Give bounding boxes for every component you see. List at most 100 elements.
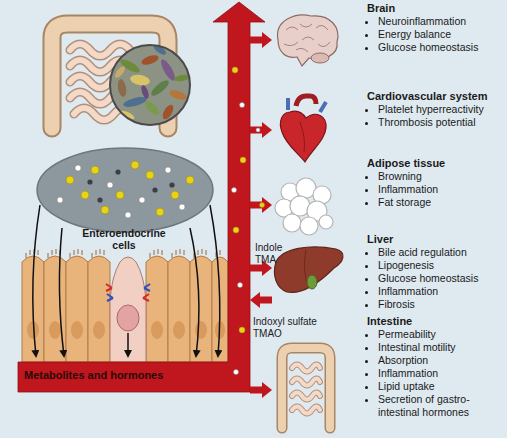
- svg-circle: [319, 215, 333, 229]
- svg-circle: [239, 327, 245, 333]
- svg-ellipse: [311, 53, 329, 63]
- organ-box: Adipose tissueBrowningInflammationFat st…: [272, 157, 505, 229]
- flow-arrow: [250, 292, 272, 308]
- svg-path: [274, 247, 343, 292]
- svg-path: [278, 15, 338, 66]
- svg-path: [144, 284, 150, 291]
- svg-path: [88, 256, 110, 362]
- svg-path: [146, 256, 168, 362]
- svg-circle: [97, 197, 102, 202]
- intestine-small-illustration: [282, 348, 330, 428]
- effect-item: Bile acid regulation: [378, 246, 505, 259]
- svg-path: [284, 24, 330, 52]
- svg-circle: [240, 157, 246, 163]
- svg-ellipse: [93, 321, 105, 339]
- svg-path: [296, 96, 316, 106]
- flow-arrow: [250, 32, 272, 48]
- svg-path: [107, 294, 113, 301]
- organ-box: IntestinePermeabilityIntestinal motility…: [272, 315, 505, 436]
- svg-ellipse: [118, 109, 135, 121]
- svg-circle: [256, 128, 260, 132]
- organ-text: LiverBile acid regulationLipogenesisGluc…: [367, 233, 505, 311]
- brain-illustration: [278, 15, 338, 66]
- organ-heading: Brain: [367, 2, 505, 15]
- svg-g: [87, 169, 174, 202]
- svg-path: [282, 348, 330, 428]
- svg-ellipse: [173, 321, 185, 339]
- flow-band: Metabolites and hormones: [18, 2, 250, 392]
- svg-circle: [131, 161, 139, 169]
- organ-text: Cardiovascular systemPlatelet hyperreact…: [367, 90, 505, 129]
- svg-circle: [91, 166, 99, 174]
- effect-list: Platelet hyperreactivityThrombosis poten…: [367, 103, 505, 129]
- svg-path: [59, 228, 64, 356]
- effect-item: Thrombosis potential: [378, 116, 505, 129]
- svg-circle: [110, 45, 190, 125]
- effect-item: Energy balance: [378, 28, 505, 41]
- svg-path: [33, 205, 40, 356]
- svg-circle: [110, 45, 190, 125]
- effect-item: Browning: [378, 170, 505, 183]
- svg-ellipse: [151, 321, 163, 339]
- organ-text: Adipose tissueBrowningInflammationFat st…: [367, 157, 505, 209]
- arrow-head: [262, 122, 272, 138]
- svg-circle: [156, 208, 164, 216]
- effect-item: Secretion of gastro-intestinal hormones: [378, 393, 505, 419]
- svg-circle: [107, 182, 113, 188]
- svg-path: [190, 256, 212, 362]
- svg-path: [286, 98, 290, 110]
- effect-item: Glucose homeostasis: [378, 272, 505, 285]
- svg-circle: [186, 176, 194, 184]
- svg-circle: [232, 67, 238, 73]
- effect-item: Glucose homeostasis: [378, 41, 505, 54]
- effect-item: Intestinal motility: [378, 341, 505, 354]
- svg-circle: [101, 206, 109, 214]
- arrow-shaft: [250, 127, 263, 134]
- svg-circle: [165, 167, 171, 173]
- metabolite-oval: [37, 148, 213, 232]
- svg-circle: [87, 179, 92, 184]
- svg-circle: [116, 191, 124, 199]
- arrow-shaft: [259, 297, 272, 304]
- svg-ellipse: [140, 84, 150, 99]
- band-text: Metabolites and hormones: [24, 369, 163, 382]
- effect-item: Platelet hyperreactivity: [378, 103, 505, 116]
- svg-ellipse: [117, 305, 139, 331]
- organ-text: IntestinePermeabilityIntestinal motility…: [367, 315, 505, 419]
- svg-circle: [125, 212, 131, 218]
- effect-item: Neuroinflammation: [378, 15, 505, 28]
- cell-label: Enteroendocrine cells: [72, 227, 176, 251]
- flow-arrow: [250, 122, 272, 138]
- flow-arrow: [250, 197, 272, 213]
- band-outline: [18, 2, 265, 392]
- svg-circle: [115, 169, 120, 174]
- svg-circle: [238, 283, 243, 288]
- flow-arrow: [250, 382, 272, 398]
- svg-path: [280, 111, 326, 162]
- effect-item: Inflammation: [378, 285, 505, 298]
- secretion-arrows: [33, 205, 220, 356]
- svg-circle: [66, 176, 74, 184]
- svg-circle: [146, 171, 154, 179]
- svg-g: [57, 165, 185, 218]
- svg-circle: [169, 182, 174, 187]
- svg-circle: [179, 204, 185, 210]
- organ-heading: Liver: [367, 233, 505, 246]
- svg-ellipse: [49, 321, 61, 339]
- svg-g: [66, 161, 194, 216]
- svg-ellipse: [140, 53, 160, 67]
- svg-circle: [232, 188, 237, 193]
- svg-ellipse: [129, 73, 150, 86]
- organ-box: Cardiovascular systemPlatelet hyperreact…: [272, 90, 505, 154]
- svg-g: [106, 284, 150, 301]
- svg-path: [168, 256, 190, 362]
- svg-path: [106, 284, 112, 291]
- svg-path: [292, 365, 320, 414]
- organ-heading: Adipose tissue: [367, 157, 505, 170]
- svg-circle: [57, 197, 63, 203]
- svg-path: [143, 294, 149, 301]
- effect-list: BrowningInflammationFat storage: [367, 170, 505, 209]
- organ-text: BrainNeuroinflammationEnergy balanceGluc…: [367, 2, 505, 54]
